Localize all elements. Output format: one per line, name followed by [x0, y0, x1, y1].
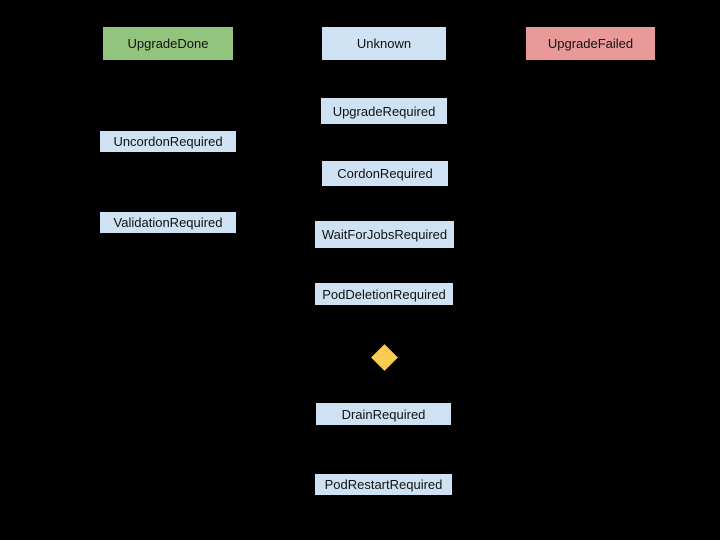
node-upgrade-done: UpgradeDone	[103, 27, 233, 60]
node-drain-required: DrainRequired	[316, 403, 451, 425]
node-unknown: Unknown	[322, 27, 446, 60]
node-wait-for-jobs-required: WaitForJobsRequired	[315, 221, 454, 248]
decision-diamond-icon	[371, 344, 398, 371]
node-upgrade-required: UpgradeRequired	[321, 98, 447, 124]
node-uncordon-required: UncordonRequired	[100, 131, 236, 152]
node-pod-restart-required: PodRestartRequired	[315, 474, 452, 495]
node-cordon-required: CordonRequired	[322, 161, 448, 186]
node-pod-deletion-required: PodDeletionRequired	[315, 283, 453, 305]
node-upgrade-failed: UpgradeFailed	[526, 27, 655, 60]
node-validation-required: ValidationRequired	[100, 212, 236, 233]
